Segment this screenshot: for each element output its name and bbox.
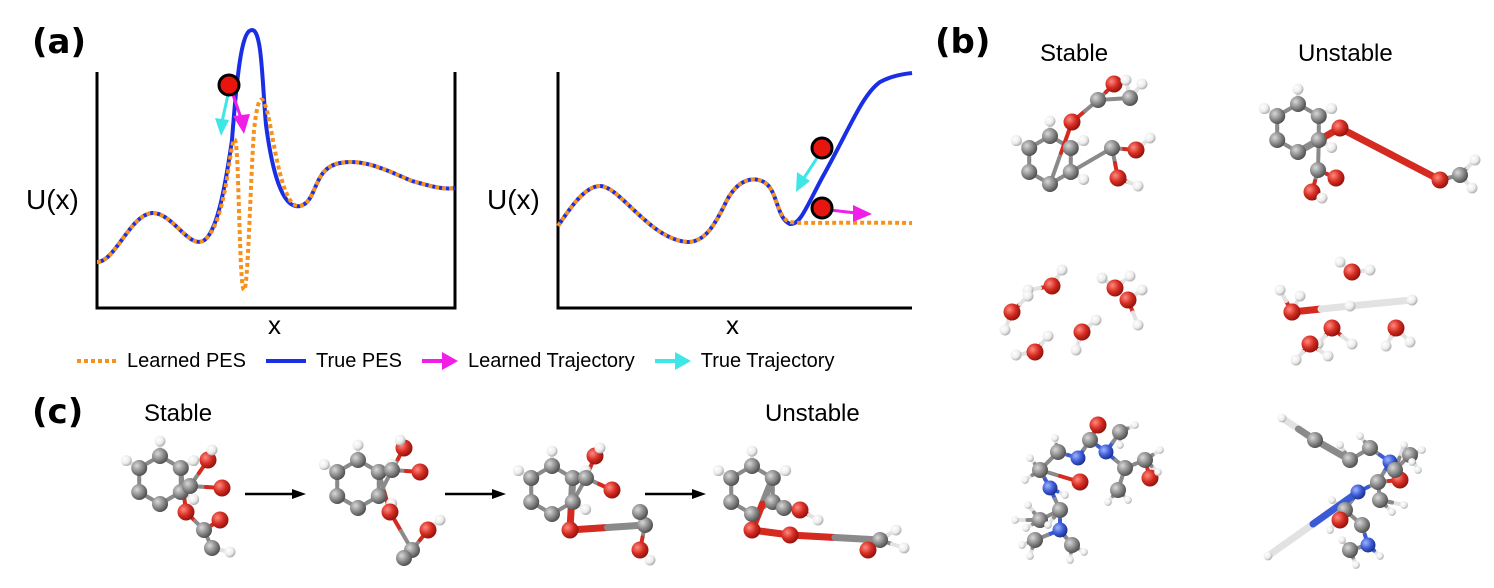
water-molecule-stable-4 xyxy=(1010,330,1054,361)
magenta-arrow-icon xyxy=(421,352,458,370)
legend-true-trajectory: True Trajectory xyxy=(653,349,835,373)
aspirin-c-frame-3 xyxy=(512,442,656,566)
left-particle xyxy=(217,73,241,97)
water-broken-bond xyxy=(1283,294,1418,321)
left-learned-trajectory-arrow xyxy=(230,91,250,134)
left-true-trajectory-arrow xyxy=(215,89,231,136)
panel-label-a: (a) xyxy=(32,22,87,62)
arrow-right-icon xyxy=(645,489,706,499)
water-molecule-stable-0 xyxy=(1022,264,1068,296)
aspirin-c-frame-4 xyxy=(712,445,910,559)
arrow-right-icon xyxy=(245,489,306,499)
right-learned-trajectory-arrow xyxy=(829,205,872,222)
legend: Learned PES True PES Learned Trajectory … xyxy=(75,344,852,378)
right-plot-frame xyxy=(556,72,912,310)
right-particle-upper xyxy=(810,136,834,160)
panel-c-arrows xyxy=(245,489,706,499)
water-molecule-stable-3 xyxy=(1070,314,1102,356)
peptide-stable xyxy=(1011,416,1164,564)
right-plot-xlabel: x xyxy=(726,310,739,340)
legend-learned-trajectory: Learned Trajectory xyxy=(420,350,635,373)
right-true-trajectory-arrow xyxy=(796,157,819,192)
right-pes-plot xyxy=(556,71,913,310)
water-molecule-unstable-4 xyxy=(1290,335,1334,366)
panel-label-c: (c) xyxy=(32,392,84,432)
left-learned-pes-curve xyxy=(96,97,456,293)
arrow-right-icon xyxy=(445,489,506,499)
panel-b-unstable-heading: Unstable xyxy=(1298,40,1393,67)
legend-learned-trajectory-label: Learned Trajectory xyxy=(467,349,635,372)
panel-b-stable-heading: Stable xyxy=(1040,40,1109,67)
aspirin-unstable-b xyxy=(1258,83,1481,204)
solid-line-icon xyxy=(265,359,306,363)
right-learned-pes-curve xyxy=(556,177,913,245)
legend-learned-pes-label: Learned PES xyxy=(127,349,246,372)
water-molecule-unstable-0 xyxy=(1334,256,1376,281)
left-plot-frame xyxy=(95,72,457,310)
panel-label-b: (b) xyxy=(935,22,991,62)
panel-c-stable-heading: Stable xyxy=(144,400,213,427)
water-molecule-stable-5 xyxy=(1096,270,1136,297)
aspirin-stable-b xyxy=(1010,74,1156,192)
right-particle-lower xyxy=(810,196,834,220)
aspirin-c-frame-2 xyxy=(318,434,446,566)
cyan-arrow-icon xyxy=(654,352,691,370)
water-molecule-stable-1 xyxy=(999,290,1034,336)
left-plot-xlabel: x xyxy=(268,310,281,340)
water-molecule-unstable-2 xyxy=(1312,319,1358,350)
water-molecule-stable-2 xyxy=(1119,284,1148,331)
peptide-unstable xyxy=(1263,413,1426,569)
legend-learned-pes: Learned PES xyxy=(75,350,246,373)
molecule-renderings xyxy=(120,74,1481,569)
left-plot-ylabel: U(x) xyxy=(26,184,79,215)
legend-true-pes: True PES xyxy=(264,350,402,373)
left-pes-plot xyxy=(95,27,457,310)
legend-true-pes-label: True PES xyxy=(315,349,402,372)
water-molecule-unstable-3 xyxy=(1380,319,1416,352)
aspirin-c-frame-1 xyxy=(120,435,236,558)
panel-c-unstable-heading: Unstable xyxy=(765,400,860,427)
right-plot-ylabel: U(x) xyxy=(487,184,540,215)
legend-true-trajectory-label: True Trajectory xyxy=(700,349,835,372)
